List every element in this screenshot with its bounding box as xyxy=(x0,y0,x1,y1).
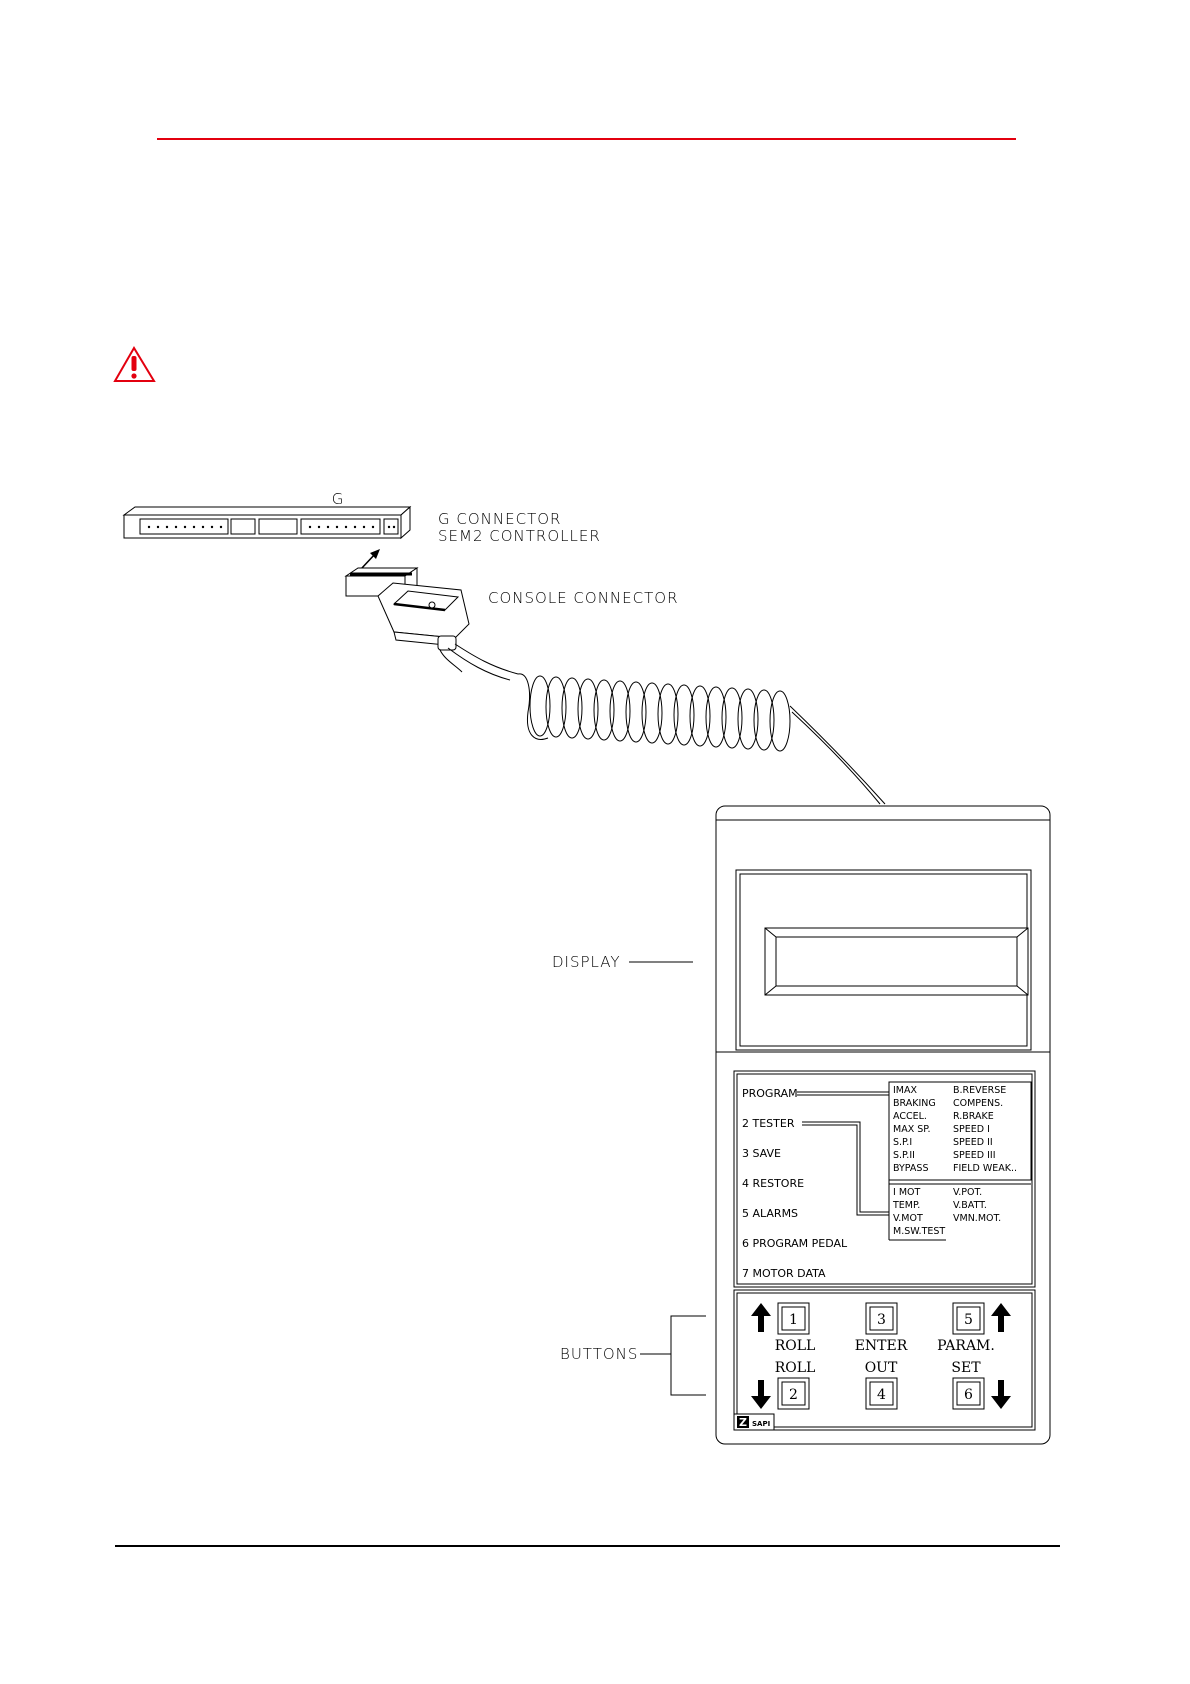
key-label-set: SET xyxy=(951,1360,981,1376)
menu-item-program: PROGRAM xyxy=(742,1087,798,1100)
coiled-cable xyxy=(447,643,886,805)
tester-label: V.BATT. xyxy=(953,1200,987,1211)
key-5[interactable]: 5 xyxy=(952,1302,985,1335)
key-label-enter: ENTER xyxy=(855,1338,908,1354)
brand-name: SAPI xyxy=(752,1420,770,1428)
menu-item-restore: 4 RESTORE xyxy=(742,1177,804,1190)
param-label: ACCEL. xyxy=(893,1111,927,1122)
key-number: 1 xyxy=(789,1312,798,1328)
key-6[interactable]: 6 xyxy=(952,1377,985,1410)
insert-arrow-icon xyxy=(360,549,380,570)
key-1[interactable]: 1 xyxy=(777,1302,810,1335)
param-label: S.P.I xyxy=(893,1137,912,1148)
console-connector-plug xyxy=(344,567,470,673)
key-label-out: OUT xyxy=(865,1360,898,1376)
key-label-param: PARAM. xyxy=(937,1338,995,1354)
menu-panel xyxy=(733,1070,1036,1288)
console-connector-label: CONSOLE CONNECTOR xyxy=(488,589,679,607)
tester-params: I MOT V.POT. TEMP. V.BATT. V.MOT VMN.MOT… xyxy=(892,1187,1001,1237)
param-label: BRAKING xyxy=(893,1098,936,1109)
down-arrow-icon xyxy=(751,1380,771,1409)
param-label: B.REVERSE xyxy=(953,1085,1006,1096)
up-arrow-icon xyxy=(991,1303,1011,1332)
key-number: 4 xyxy=(877,1387,886,1403)
menu-items: PROGRAM 2 TESTER 3 SAVE 4 RESTORE 5 ALAR… xyxy=(742,1087,848,1280)
buttons-callout-bracket xyxy=(640,1315,706,1396)
g-connector-label: G CONNECTOR xyxy=(438,510,561,528)
key-label-roll-up: ROLL xyxy=(775,1338,816,1354)
key-2[interactable]: 2 xyxy=(777,1377,810,1410)
param-label: S.P.II xyxy=(893,1150,915,1161)
menu-item-motor-data: 7 MOTOR DATA xyxy=(742,1267,826,1280)
brand-mark: Z xyxy=(739,1416,747,1429)
key-number: 5 xyxy=(964,1312,973,1328)
param-label: COMPENS. xyxy=(953,1098,1003,1109)
param-label: SPEED III xyxy=(953,1150,996,1161)
menu-item-program-pedal: 6 PROGRAM PEDAL xyxy=(742,1237,848,1250)
key-4[interactable]: 4 xyxy=(865,1377,898,1410)
down-arrow-icon xyxy=(991,1380,1011,1409)
param-label: SPEED II xyxy=(953,1137,993,1148)
display xyxy=(735,869,1032,1051)
menu-item-tester: 2 TESTER xyxy=(742,1117,795,1130)
buttons-callout-label: BUTTONS xyxy=(560,1345,638,1363)
param-label: MAX SP. xyxy=(893,1124,931,1135)
tester-label: V.MOT xyxy=(893,1213,923,1224)
tester-label: M.SW.TEST xyxy=(893,1226,945,1237)
param-label: BYPASS xyxy=(893,1163,928,1174)
keypad-panel xyxy=(733,1289,1036,1431)
g-connector xyxy=(122,505,412,540)
up-arrow-icon xyxy=(751,1303,771,1332)
tester-label: VMN.MOT. xyxy=(953,1213,1001,1224)
key-number: 6 xyxy=(964,1387,973,1403)
brand-logo: Z SAPI xyxy=(733,1413,775,1431)
g-connector-letter: G xyxy=(332,490,345,508)
param-label: R.BRAKE xyxy=(953,1111,994,1122)
param-label: IMAX xyxy=(893,1085,917,1096)
param-label: FIELD WEAK.. xyxy=(953,1163,1017,1174)
key-number: 3 xyxy=(877,1312,886,1328)
tester-label: V.POT. xyxy=(953,1187,982,1198)
param-label: SPEED I xyxy=(953,1124,990,1135)
tester-label: I MOT xyxy=(893,1187,920,1198)
display-callout-label: DISPLAY xyxy=(552,953,621,971)
program-params: IMAX B.REVERSE BRAKING COMPENS. ACCEL. R… xyxy=(893,1085,1017,1174)
key-number: 2 xyxy=(789,1387,798,1403)
key-label-roll-down: ROLL xyxy=(775,1360,816,1376)
tester-label: TEMP. xyxy=(892,1200,920,1211)
menu-item-save: 3 SAVE xyxy=(742,1147,781,1160)
warning-triangle-icon xyxy=(113,346,156,382)
key-3[interactable]: 3 xyxy=(865,1302,898,1335)
controller-label: SEM2 CONTROLLER xyxy=(438,527,601,545)
menu-item-alarms: 5 ALARMS xyxy=(742,1207,798,1220)
